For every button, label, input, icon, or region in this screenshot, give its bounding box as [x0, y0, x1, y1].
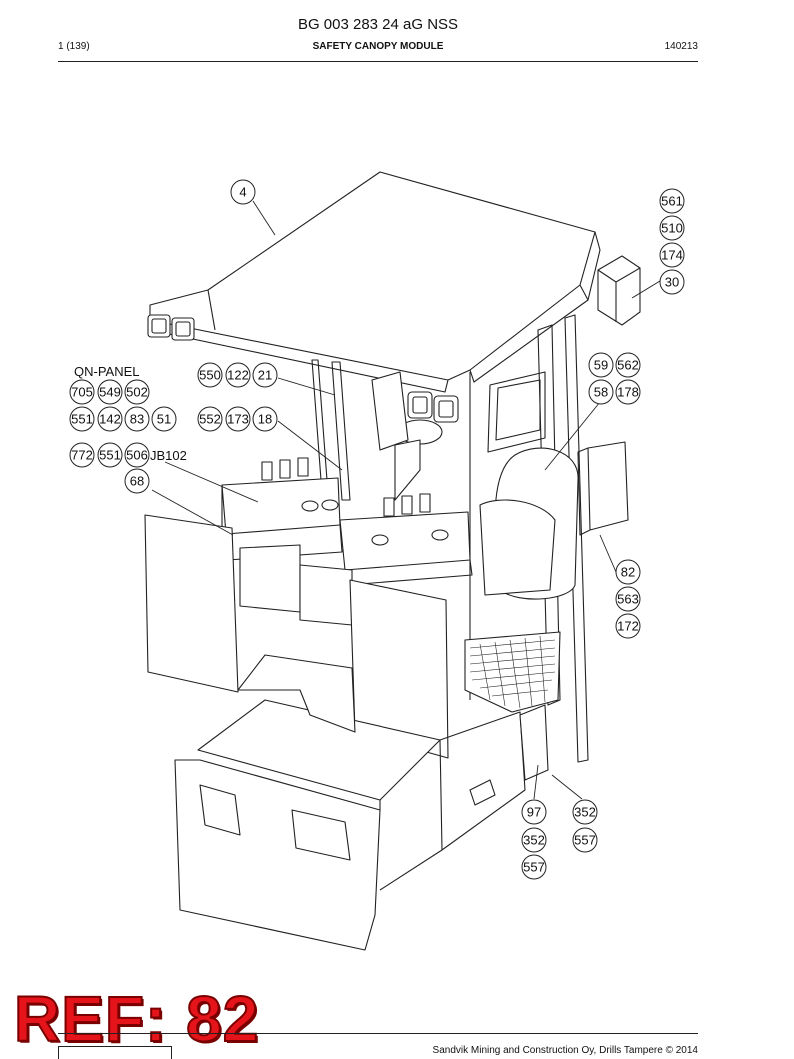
callout-circle	[97, 406, 123, 432]
footer-rule	[58, 1033, 698, 1034]
callout-506: 506	[126, 448, 148, 463]
callout-352: 352	[574, 805, 596, 820]
callout-122: 122	[227, 368, 249, 383]
callout-circle	[615, 379, 641, 405]
callout-173: 173	[227, 412, 249, 427]
callout-circle	[97, 379, 123, 405]
callout-circle	[615, 613, 641, 639]
callout-circle	[588, 352, 614, 378]
callout-83: 83	[130, 412, 144, 427]
callout-97: 97	[527, 805, 541, 820]
leader-lines	[151, 200, 661, 800]
machine-linework	[144, 171, 641, 951]
callout-circle	[615, 352, 641, 378]
jb102-label: JB102	[150, 448, 187, 463]
callout-550: 550	[199, 368, 221, 383]
callout-circle	[225, 362, 251, 388]
callout-59: 59	[594, 358, 608, 373]
page-count: 1 (139)	[58, 41, 90, 52]
header-rule	[58, 61, 698, 62]
callout-772: 772	[71, 448, 93, 463]
callout-circle	[124, 406, 150, 432]
callout-circle	[521, 854, 547, 880]
callout-705: 705	[71, 385, 93, 400]
callout-178: 178	[617, 385, 639, 400]
document-title: BG 003 283 24 aG NSS	[297, 16, 459, 33]
document-code: 140213	[664, 41, 698, 52]
callout-502: 502	[126, 385, 148, 400]
callout-82: 82	[621, 565, 635, 580]
callout-circle	[588, 379, 614, 405]
callout-circle	[197, 362, 223, 388]
callout-circle	[659, 188, 685, 214]
callout-551-second: 551	[99, 448, 121, 463]
qn-panel-label: QN-PANEL	[74, 364, 140, 379]
callout-551: 551	[71, 412, 93, 427]
callout-circle	[615, 559, 641, 585]
callout-510: 510	[661, 221, 683, 236]
callout-172: 172	[617, 619, 639, 634]
callout-circle	[252, 362, 278, 388]
callout-numbers: 4 561 510 174 30 59 562 58 178 550 122 2…	[71, 185, 683, 875]
callout-circle	[124, 379, 150, 405]
callout-562: 562	[617, 358, 639, 373]
callout-circle	[69, 442, 95, 468]
callout-51: 51	[157, 412, 171, 427]
callout-circle	[615, 586, 641, 612]
callout-561: 561	[661, 194, 683, 209]
callout-563: 563	[617, 592, 639, 607]
callout-circle	[69, 379, 95, 405]
callout-174: 174	[661, 248, 683, 263]
callout-circle	[572, 827, 598, 853]
callout-549: 549	[99, 385, 121, 400]
callout-circle	[572, 799, 598, 825]
callout-552: 552	[199, 412, 221, 427]
callout-circle	[659, 242, 685, 268]
ref-stamp: REF: 82	[13, 982, 260, 1056]
callout-circles	[69, 179, 685, 880]
callout-557-second: 557	[523, 860, 545, 875]
callout-352-second: 352	[523, 833, 545, 848]
callout-circle	[124, 468, 150, 494]
section-title: SAFETY CANOPY MODULE	[312, 41, 444, 52]
footer-copyright: Sandvik Mining and Construction Oy, Dril…	[432, 1045, 698, 1056]
callout-circle	[521, 827, 547, 853]
callout-4: 4	[239, 185, 246, 200]
callout-58: 58	[594, 385, 608, 400]
callout-circle	[151, 406, 177, 432]
callout-circle	[252, 406, 278, 432]
callout-142: 142	[99, 412, 121, 427]
callout-circle	[197, 406, 223, 432]
callout-circle	[659, 215, 685, 241]
callout-30: 30	[665, 275, 679, 290]
callout-68: 68	[130, 474, 144, 489]
callout-18: 18	[258, 412, 272, 427]
callout-circle	[659, 269, 685, 295]
callout-21: 21	[258, 368, 272, 383]
callout-circle	[521, 799, 547, 825]
callout-circle	[69, 406, 95, 432]
callout-557: 557	[574, 833, 596, 848]
callout-circle	[124, 442, 150, 468]
callout-circle	[225, 406, 251, 432]
callout-circle	[230, 179, 256, 205]
callout-circle	[97, 442, 123, 468]
